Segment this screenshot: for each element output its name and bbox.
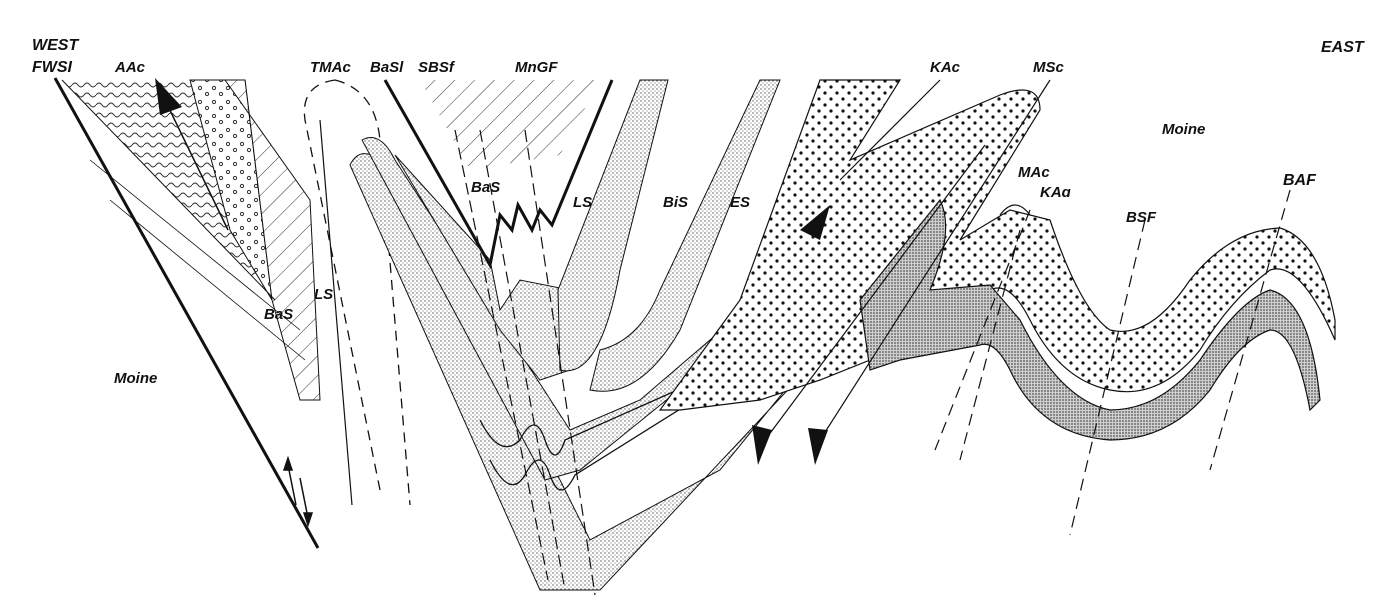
east-axial-traces: [934, 189, 1291, 536]
aac-label: AAc: [115, 59, 146, 76]
es-label: ES: [730, 194, 751, 211]
west-label: WEST: [32, 37, 79, 54]
shear-arrows-icon: [282, 455, 314, 528]
msc-label: MSc: [1033, 59, 1064, 76]
bas-center-label: BaS: [471, 179, 501, 196]
fwsi-label: FWSI: [32, 59, 72, 76]
bis-label: BiS: [663, 194, 689, 211]
basl-label: BaSl: [370, 59, 404, 76]
sbsf-hatched-zone: [420, 80, 600, 170]
mac-label: MAc: [1018, 164, 1050, 181]
kac-arrow-head: [800, 205, 830, 240]
bsf-label: BSF: [1126, 209, 1156, 226]
ls-west-label: LS: [314, 286, 334, 303]
baf-label: BAF: [1283, 172, 1316, 189]
moine-east-label: Moine: [1162, 121, 1206, 138]
tmac-label: TMAc: [310, 59, 351, 76]
kac-structure: [752, 79, 1051, 465]
bas-west-label: BaS: [264, 306, 294, 323]
tmac-dashed-hinge: [303, 79, 411, 506]
east-label: EAST: [1321, 39, 1364, 56]
central-axial-traces: [454, 129, 596, 596]
aac-arrow: [155, 78, 229, 231]
kac-mid-label: KAɑ: [1040, 184, 1071, 201]
ls-west-dashed-line: [319, 119, 353, 506]
sbsf-label: SBSf: [418, 59, 454, 76]
fwsi-fault-line: [53, 77, 320, 549]
west-block: [61, 79, 321, 401]
kac-top-label: KAc: [930, 59, 961, 76]
moine-west-label: Moine: [114, 370, 158, 387]
east-coarse-fold: [658, 79, 1336, 441]
central-fold: [349, 79, 953, 591]
hinge-layer-lines: [479, 199, 951, 491]
ls-center-label: LS: [573, 194, 593, 211]
mngf-label: MnGF: [515, 59, 558, 76]
mac-hinge: [999, 204, 1031, 216]
mngf-boundary: [383, 79, 614, 270]
